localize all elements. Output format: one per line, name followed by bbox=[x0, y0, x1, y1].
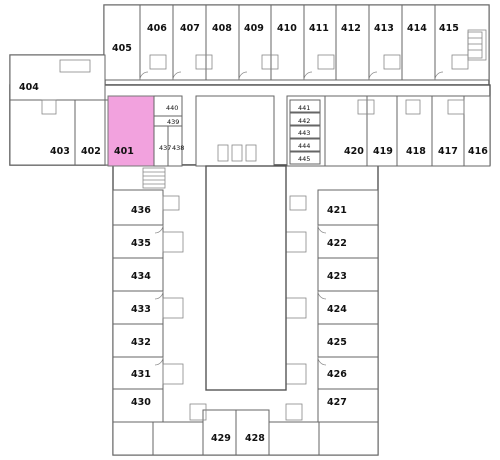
room-labels: 405 406 407 408 409 410 411 412 413 414 … bbox=[19, 23, 488, 444]
room-428[interactable]: 428 bbox=[245, 433, 265, 444]
atrium bbox=[205, 165, 287, 391]
room-434[interactable]: 434 bbox=[131, 271, 151, 282]
south-wing-west bbox=[112, 189, 184, 423]
room-427[interactable]: 427 bbox=[327, 397, 347, 408]
room-445[interactable]: 445 bbox=[298, 155, 310, 163]
room-404[interactable]: 404 bbox=[19, 82, 39, 93]
room-420[interactable]: 420 bbox=[344, 146, 364, 157]
center-block bbox=[104, 95, 491, 167]
room-418[interactable]: 418 bbox=[406, 146, 426, 157]
south-end bbox=[112, 403, 379, 456]
south-wing-east bbox=[285, 189, 379, 423]
room-409[interactable]: 409 bbox=[244, 23, 264, 34]
door-swings bbox=[139, 71, 444, 366]
room-436[interactable]: 436 bbox=[131, 205, 151, 216]
room-401[interactable]: 401 bbox=[114, 146, 134, 157]
room-444[interactable]: 444 bbox=[298, 142, 310, 150]
room-407[interactable]: 407 bbox=[180, 23, 200, 34]
room-442[interactable]: 442 bbox=[298, 117, 310, 125]
room-431[interactable]: 431 bbox=[131, 369, 151, 380]
room-405[interactable]: 405 bbox=[112, 43, 132, 54]
room-413[interactable]: 413 bbox=[374, 23, 394, 34]
room-424[interactable]: 424 bbox=[327, 304, 347, 315]
room-402[interactable]: 402 bbox=[81, 146, 101, 157]
room-433[interactable]: 433 bbox=[131, 304, 151, 315]
room-408[interactable]: 408 bbox=[212, 23, 232, 34]
room-441[interactable]: 441 bbox=[298, 104, 310, 112]
room-421[interactable]: 421 bbox=[327, 205, 347, 216]
west-wing bbox=[9, 54, 106, 166]
room-430[interactable]: 430 bbox=[131, 397, 151, 408]
stairs bbox=[142, 31, 483, 189]
room-416[interactable]: 416 bbox=[468, 146, 488, 157]
north-wing bbox=[103, 4, 490, 81]
room-423[interactable]: 423 bbox=[327, 271, 347, 282]
room-425[interactable]: 425 bbox=[327, 337, 347, 348]
room-438[interactable]: 438 bbox=[172, 144, 184, 152]
room-439[interactable]: 439 bbox=[167, 118, 179, 126]
room-401-highlight[interactable] bbox=[107, 95, 155, 167]
room-443[interactable]: 443 bbox=[298, 129, 310, 137]
room-429[interactable]: 429 bbox=[211, 433, 231, 444]
room-426[interactable]: 426 bbox=[327, 369, 347, 380]
room-412[interactable]: 412 bbox=[341, 23, 361, 34]
room-411[interactable]: 411 bbox=[309, 23, 329, 34]
room-440[interactable]: 440 bbox=[166, 104, 178, 112]
room-435[interactable]: 435 bbox=[131, 238, 151, 249]
room-415[interactable]: 415 bbox=[439, 23, 459, 34]
room-406[interactable]: 406 bbox=[147, 23, 167, 34]
room-419[interactable]: 419 bbox=[373, 146, 393, 157]
room-417[interactable]: 417 bbox=[438, 146, 458, 157]
room-422[interactable]: 422 bbox=[327, 238, 347, 249]
room-403[interactable]: 403 bbox=[50, 146, 70, 157]
room-432[interactable]: 432 bbox=[131, 337, 151, 348]
room-437[interactable]: 437 bbox=[159, 144, 171, 152]
room-410[interactable]: 410 bbox=[277, 23, 297, 34]
room-414[interactable]: 414 bbox=[407, 23, 427, 34]
